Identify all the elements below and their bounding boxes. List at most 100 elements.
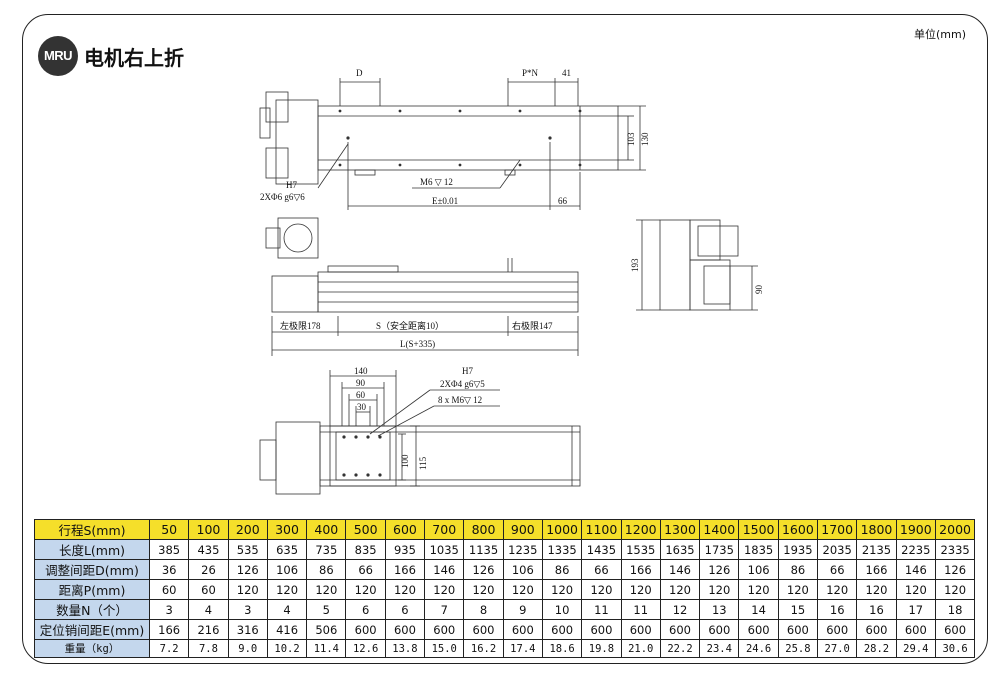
table-cell: 300	[266, 519, 308, 540]
table-cell: 21.0	[620, 639, 661, 658]
table-cell: 17.4	[502, 639, 543, 658]
table-cell: 13.8	[384, 639, 426, 658]
top-view: D P*N 41 103 130 H7 2XΦ6 g6▽6 M6 ▽ 12 E±…	[259, 68, 650, 210]
table-cell: 600	[384, 619, 426, 640]
table-cell: 6	[384, 599, 426, 620]
table-cell: 15	[777, 599, 819, 620]
table-cell: 16	[856, 599, 897, 620]
table-cell: 600	[895, 619, 936, 640]
table-cell: 120	[541, 579, 583, 600]
table-cell: 2000	[934, 519, 976, 540]
table-cell: 1335	[541, 539, 583, 560]
table-cell: 1035	[424, 539, 465, 560]
table-cell: 700	[424, 519, 465, 540]
dim-d-label: D	[356, 68, 363, 78]
table-cell: 120	[895, 579, 936, 600]
table-cell: 13	[699, 599, 740, 620]
table-cell: 25.8	[777, 639, 819, 658]
table-cell: 600	[345, 619, 386, 640]
dim-130-label: 130	[640, 132, 650, 146]
table-cell: 120	[738, 579, 779, 600]
dim-90-label: 90	[754, 285, 764, 295]
table-cell: 146	[895, 559, 936, 580]
table-cell: 600	[659, 619, 701, 640]
table-cell: 66	[817, 559, 858, 580]
dim-115-label: 115	[418, 456, 428, 470]
table-cell: 66	[581, 559, 622, 580]
table-cell: 7.2	[148, 639, 190, 658]
table-cell: 635	[266, 539, 308, 560]
table-cell: 1300	[659, 519, 701, 540]
table-cell: 600	[581, 619, 622, 640]
table-cell: 316	[227, 619, 268, 640]
table-cell: 1900	[895, 519, 936, 540]
stroke-label: S（安全距离10）	[376, 320, 444, 331]
table-cell: 600	[384, 519, 426, 540]
table-cell: 500	[345, 519, 386, 540]
table-cell: 120	[424, 579, 465, 600]
table-cell: 26	[188, 559, 229, 580]
table-cell: 120	[777, 579, 819, 600]
table-cell: 200	[227, 519, 268, 540]
unit-label: 单位(mm)	[914, 28, 967, 41]
table-cell: 120	[306, 579, 347, 600]
table-cell: 4	[188, 599, 229, 620]
technical-drawings: D P*N 41 103 130 H7 2XΦ6 g6▽6 M6 ▽ 12 E±…	[259, 68, 764, 495]
table-cell: 27.0	[817, 639, 858, 658]
table-cell: 120	[384, 579, 426, 600]
table-cell: 1835	[738, 539, 779, 560]
left-limit-label: 左极限178	[280, 320, 321, 331]
dim-e-label: E±0.01	[432, 196, 458, 206]
table-cell: 120	[659, 579, 701, 600]
table-cell: 106	[266, 559, 308, 580]
row-label: 调整间距D(mm)	[34, 559, 150, 580]
dim-90b-label: 90	[356, 378, 366, 388]
table-cell: 1935	[777, 539, 819, 560]
row-label: 行程S(mm)	[34, 519, 150, 540]
table-cell: 835	[345, 539, 386, 560]
table-cell: 506	[306, 619, 347, 640]
table-cell: 900	[502, 519, 543, 540]
table-cell: 16	[817, 599, 858, 620]
table-cell: 10.2	[266, 639, 308, 658]
table-cell: 120	[345, 579, 386, 600]
table-cell: 600	[541, 619, 583, 640]
table-cell: 600	[777, 619, 819, 640]
table-cell: 60	[188, 579, 229, 600]
row-label: 长度L(mm)	[34, 539, 150, 560]
table-cell: 15.0	[424, 639, 465, 658]
table-cell: 120	[817, 579, 858, 600]
table-cell: 16.2	[463, 639, 504, 658]
table-cell: 120	[581, 579, 622, 600]
dim-66-label: 66	[558, 196, 568, 206]
table-cell: 166	[620, 559, 661, 580]
table-cell: 50	[148, 519, 190, 540]
table-cell: 1400	[699, 519, 740, 540]
top-hole-tol: H7	[286, 180, 297, 190]
table-cell: 120	[934, 579, 976, 600]
table-cell: 14	[738, 599, 779, 620]
row-label: 数量N（个）	[34, 599, 150, 620]
table-cell: 3	[227, 599, 268, 620]
table-cell: 600	[620, 619, 661, 640]
row-label: 定位销间距E(mm)	[34, 619, 150, 640]
table-cell: 36	[148, 559, 190, 580]
table-cell: 10	[541, 599, 583, 620]
table-cell: 120	[502, 579, 543, 600]
top-thread-note: M6 ▽ 12	[420, 177, 453, 187]
row-label: 距离P(mm)	[34, 579, 150, 600]
table-cell: 600	[463, 619, 504, 640]
table-cell: 7	[424, 599, 465, 620]
table-cell: 935	[384, 539, 426, 560]
table-cell: 6	[345, 599, 386, 620]
table-cell: 126	[699, 559, 740, 580]
carriage-hole-note: 2XΦ4 g6▽5	[440, 379, 485, 389]
table-cell: 1100	[581, 519, 622, 540]
table-cell: 4	[266, 599, 308, 620]
table-cell: 106	[738, 559, 779, 580]
carriage-view: 140 90 60 30 H7 2XΦ4 g6▽5 8 x M6▽ 12 100…	[259, 366, 581, 495]
table-cell: 600	[738, 619, 779, 640]
table-cell: 12	[659, 599, 701, 620]
carriage-thread-note: 8 x M6▽ 12	[438, 395, 482, 405]
